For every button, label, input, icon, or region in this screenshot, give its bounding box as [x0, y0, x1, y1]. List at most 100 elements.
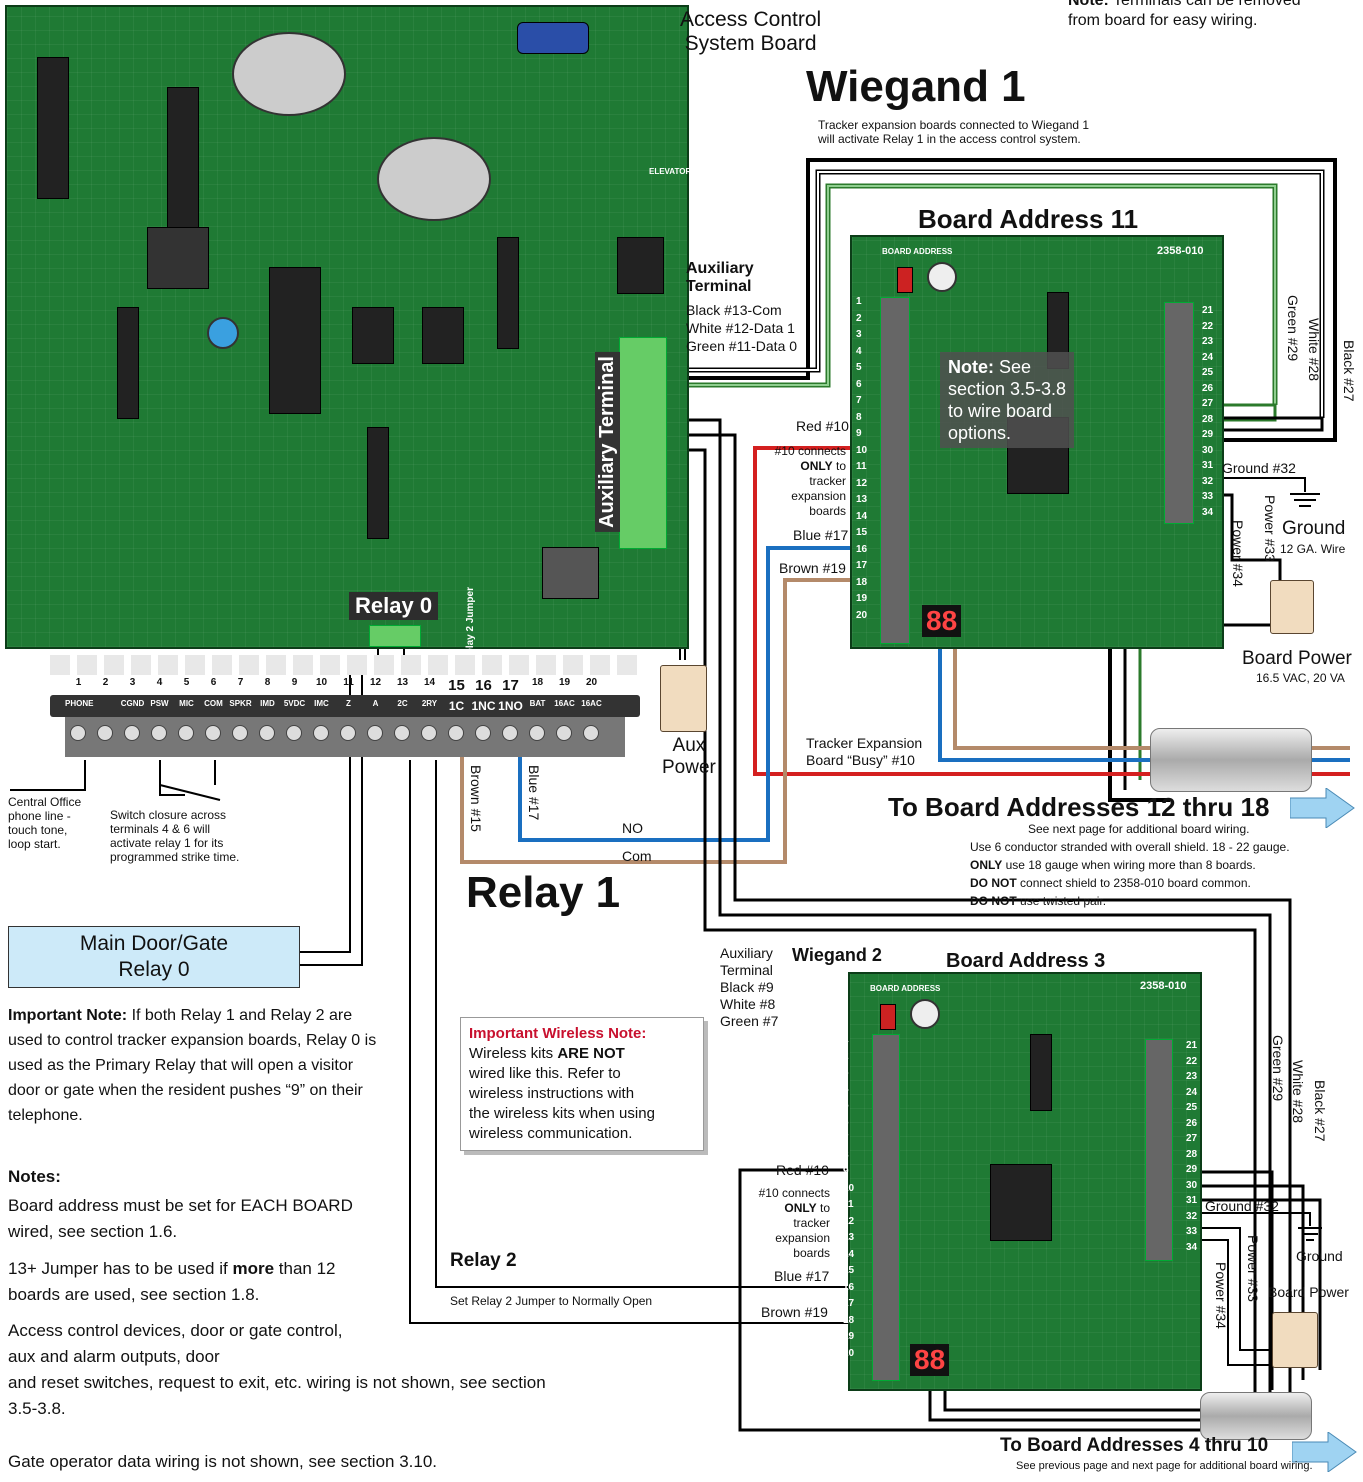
terminal-number: 9: [291, 677, 298, 688]
board3-right-terminal: [1145, 1039, 1173, 1261]
board-pin-number: 31: [1186, 1195, 1198, 1206]
b3-red-label: Red #10: [776, 1162, 829, 1178]
terminal-screw[interactable]: [259, 725, 275, 741]
terminal-screw[interactable]: [97, 725, 113, 741]
board-pin-number: 6: [843, 1116, 849, 1128]
chip: [167, 87, 199, 239]
terminal-number: 10: [315, 677, 328, 688]
board-pin-number: 7: [856, 395, 862, 406]
terminal-screw[interactable]: [502, 725, 518, 741]
terminal-screw[interactable]: [313, 725, 329, 741]
board-pin-number: 2: [843, 1050, 849, 1062]
board3-display: 88: [910, 1344, 950, 1376]
b3-black-label: Black #27: [1312, 1080, 1328, 1142]
relay0-terminal: [369, 625, 421, 647]
terminal-number: 12: [369, 677, 382, 688]
terminal-screw[interactable]: [151, 725, 167, 741]
terminal-label: PSW: [150, 699, 169, 708]
board-pin-number: 25: [1186, 1102, 1198, 1113]
terminal-screw[interactable]: [340, 725, 356, 741]
terminal-screw[interactable]: [583, 725, 599, 741]
board-pin-number: 17: [856, 560, 868, 571]
chip: [37, 57, 69, 199]
board-pin-number: 1: [856, 296, 862, 307]
board-pin-number: 17: [843, 1298, 855, 1309]
terminal-label: 2RY: [421, 699, 438, 708]
board-pin-number: 22: [1202, 320, 1214, 332]
terminal-screw[interactable]: [556, 725, 572, 741]
chip: [497, 237, 519, 349]
board11-right-terminal: [1164, 302, 1194, 524]
board-pin-number: 9: [856, 428, 862, 439]
terminal-number: 2: [102, 677, 109, 688]
board-address-11: 2358-010 BOARD ADDRESS 88 Note: See sect…: [850, 235, 1224, 649]
terminal-screw[interactable]: [475, 725, 491, 741]
note-2: 13+ Jumper has to be used if more than 1…: [8, 1259, 336, 1304]
board-pin-number: 27: [1186, 1133, 1198, 1144]
board-pin-number: 23: [1202, 336, 1214, 347]
wiegand1-title: Wiegand 1: [806, 62, 1026, 111]
terminal-screw[interactable]: [286, 725, 302, 741]
board-pin-number: 11: [856, 461, 867, 472]
relay0-board-label: Relay 0: [349, 592, 439, 620]
board-pin-number: 33: [1202, 491, 1214, 502]
board-pin-number: 18: [856, 576, 868, 588]
b11-green-label: Green #29: [1285, 295, 1301, 362]
note-3: Access control devices, door or gate con…: [8, 1321, 546, 1418]
relay2-jumper-label: Relay 2 Jumper: [465, 587, 476, 661]
wiegand1-desc-2: will activate Relay 1 in the access cont…: [818, 132, 1081, 146]
to-12-18-line2: Use 6 conductor stranded with overall sh…: [970, 840, 1290, 854]
terminal-number: 6: [210, 677, 217, 688]
board3-dip: [880, 1004, 896, 1030]
b11-red-label: Red #10: [796, 418, 849, 434]
b11-white-label: White #28: [1306, 318, 1322, 382]
terminal-label: 16AC: [581, 699, 602, 708]
board3-title: Board Address 3: [946, 950, 1106, 972]
board-pin-number: 15: [856, 527, 868, 538]
terminal-screw[interactable]: [529, 725, 545, 741]
terminal-screw[interactable]: [124, 725, 140, 741]
b11-blue-label: Blue #17: [793, 527, 849, 543]
note-1: Board address must be set for EACH BOARD…: [8, 1196, 353, 1241]
board-pin-number: 4: [843, 1083, 849, 1095]
terminal-screw[interactable]: [421, 725, 437, 741]
terminal-number: 5: [183, 677, 190, 688]
terminal-screw[interactable]: [394, 725, 410, 741]
terminal-screw[interactable]: [70, 725, 86, 741]
b11-ground-sub: 12 GA. Wire: [1280, 542, 1346, 556]
chip: [147, 227, 209, 289]
b11-power-sub: 16.5 VAC, 20 VA: [1256, 671, 1345, 685]
board-pin-number: 14: [856, 510, 868, 522]
board-pin-number: 25: [1202, 367, 1214, 378]
terminal-label: PHONE: [65, 699, 94, 708]
b11-brown-label: Brown #19: [779, 560, 846, 576]
terminal-number: 8: [264, 677, 271, 688]
chip: [422, 307, 464, 364]
terminal-number: 18: [531, 677, 544, 688]
arrow-right-icon: [1292, 1432, 1357, 1472]
board-pin-number: 19: [843, 1331, 855, 1342]
aux-terminal-vertical-label: Auxiliary Terminal: [595, 352, 620, 532]
board3-rotary: [910, 999, 940, 1029]
to-12-18-line3: ONLY use 18 gauge when wiring more than …: [970, 858, 1256, 872]
b3-white-label: White #28: [1290, 1060, 1306, 1124]
terminal-screw[interactable]: [178, 725, 194, 741]
terminal-screw[interactable]: [448, 725, 464, 741]
to-12-18-line5: DO NOT use twisted pair.: [970, 894, 1107, 908]
terminal-screw[interactable]: [367, 725, 383, 741]
board-pin-number: 24: [1186, 1086, 1198, 1098]
elevator-label: ELEVATOR: [649, 167, 692, 176]
relay1-title: Relay 1: [466, 868, 621, 917]
b3-ground-title: Ground: [1296, 1248, 1343, 1264]
terminal-screw[interactable]: [205, 725, 221, 741]
terminal-screw[interactable]: [232, 725, 248, 741]
board-pin-number: 3: [843, 1067, 849, 1078]
board11-rotary: [927, 262, 957, 292]
cable-to-4-10: [1200, 1392, 1312, 1440]
relay2-title: Relay 2: [450, 1250, 517, 1271]
board-pin-number: 30: [1186, 1179, 1198, 1191]
